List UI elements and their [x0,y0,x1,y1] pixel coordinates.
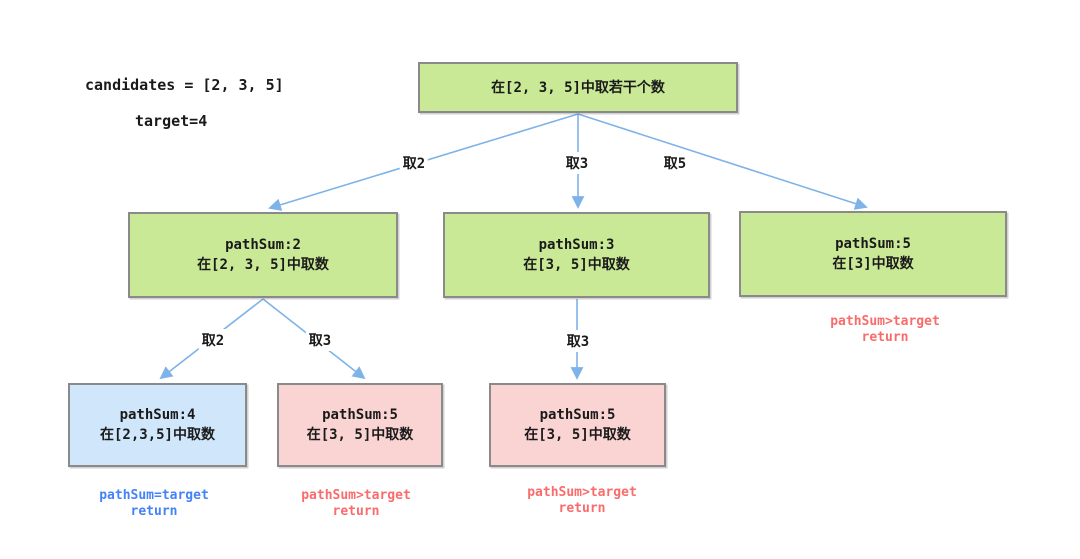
edge-label-take-3: 取3 [562,152,592,174]
note-line2: return [130,504,178,519]
node-title: pathSum:5 [322,407,398,423]
note-line2: return [558,501,606,516]
candidates-label: candidates = [2, 3, 5] [85,76,284,94]
note-return-right: pathSum>target return [830,314,940,346]
edge-label-take-3-mid: 取3 [563,330,593,352]
note-return-success: pathSum=target return [99,488,209,520]
note-return-fail-1: pathSum>target return [301,488,411,520]
note-line2: return [861,330,909,345]
node-pathsum-5-fail-2: pathSum:5 在[3, 5]中取数 [489,383,666,467]
node-pathsum-4-success: pathSum:4 在[2,3,5]中取数 [68,383,247,467]
note-line1: pathSum>target [527,485,637,500]
node-subtitle: 在[3]中取数 [832,256,914,272]
node-root: 在[2, 3, 5]中取若干个数 [418,62,738,113]
node-title: pathSum:3 [538,237,615,253]
node-subtitle: 在[2, 3, 5]中取数 [197,257,329,273]
note-line1: pathSum=target [99,488,209,503]
note-line2: return [332,504,380,519]
edge-label-take-5: 取5 [660,152,690,174]
node-pathsum-3: pathSum:3 在[3, 5]中取数 [443,212,710,298]
node-subtitle: 在[2,3,5]中取数 [99,427,215,443]
node-pathsum-5-fail-1: pathSum:5 在[3, 5]中取数 [277,383,443,467]
target-label: target=4 [135,112,208,130]
node-title: pathSum:4 [119,407,196,423]
edge-root-to-pathsum5 [577,113,868,210]
edge-label-take-2: 取2 [399,152,429,174]
edge-label-take-3-l2: 取3 [305,329,335,351]
node-root-label: 在[2, 3, 5]中取若干个数 [491,79,665,96]
node-pathsum-2: pathSum:2 在[2, 3, 5]中取数 [128,212,398,298]
node-subtitle: 在[3, 5]中取数 [524,427,631,443]
node-title: pathSum:2 [225,237,301,253]
note-line1: pathSum>target [830,314,940,329]
node-title: pathSum:5 [539,407,616,423]
node-subtitle: 在[3, 5]中取数 [306,427,414,443]
note-return-fail-2: pathSum>target return [527,485,637,517]
node-pathsum-5-right: pathSum:5 在[3]中取数 [739,211,1007,297]
node-subtitle: 在[3, 5]中取数 [523,257,630,273]
node-title: pathSum:5 [835,236,911,252]
edge-label-take-2-l2: 取2 [198,329,228,351]
note-line1: pathSum>target [301,488,411,503]
